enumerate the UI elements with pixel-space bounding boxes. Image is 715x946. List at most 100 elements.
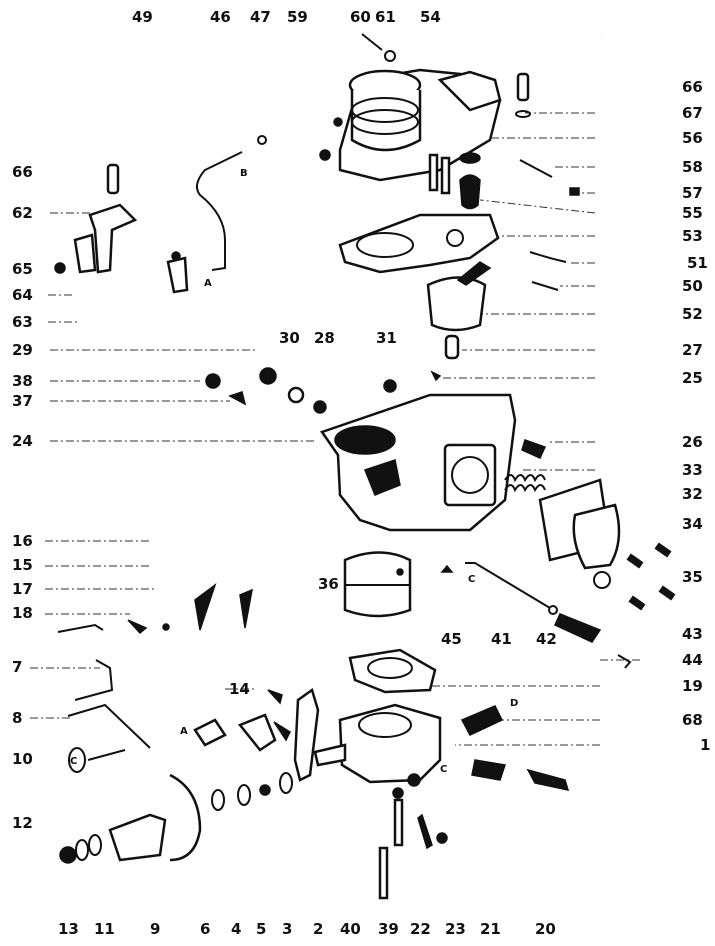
needle-valve-55 xyxy=(459,152,481,210)
callout-label: 2 xyxy=(313,920,324,938)
callout-label: 9 xyxy=(150,920,161,938)
callout-label: 59 xyxy=(287,8,308,26)
callout-label: 4 xyxy=(231,920,242,938)
callout-label: 50 xyxy=(682,277,703,295)
screw-66-right xyxy=(515,72,531,118)
callout-label: 37 xyxy=(12,392,33,410)
choke-housing-9 xyxy=(59,773,202,864)
callout-label: 64 xyxy=(12,286,33,304)
callout-label: 20 xyxy=(535,920,556,938)
callout-label: 56 xyxy=(682,129,703,147)
callout-label: 66 xyxy=(682,78,703,96)
spring-and-screw-21-20 xyxy=(471,759,570,791)
float-chamber-body-24 xyxy=(313,379,517,532)
callout-label: 18 xyxy=(12,604,33,622)
callout-label: 68 xyxy=(682,711,703,729)
callout-label: 8 xyxy=(12,709,23,727)
gasket-53 xyxy=(338,213,500,274)
callout-label: 47 xyxy=(250,8,271,26)
callout-label: 22 xyxy=(410,920,431,938)
leader-lines xyxy=(30,112,640,746)
svg-text:A: A xyxy=(180,726,188,737)
callout-label: 13 xyxy=(58,920,79,938)
float-52 xyxy=(426,261,492,332)
callout-label: 7 xyxy=(12,658,23,676)
jet-27 xyxy=(430,334,460,382)
callout-label: 49 xyxy=(132,8,153,26)
callout-label: 65 xyxy=(12,260,33,278)
callout-label: 43 xyxy=(682,625,703,643)
callout-label: 38 xyxy=(12,372,33,390)
rod-46: A B xyxy=(166,135,267,294)
lever-assembly: A xyxy=(180,687,320,811)
callout-label: 32 xyxy=(682,485,703,503)
callout-label: 39 xyxy=(378,920,399,938)
svg-text:D: D xyxy=(510,698,518,709)
throttle-body-1: C xyxy=(313,703,447,787)
callout-label: 61 xyxy=(375,8,396,26)
screws-39-40-22 xyxy=(378,787,448,900)
callout-label: 3 xyxy=(282,920,293,938)
callout-label: 17 xyxy=(12,580,33,598)
callout-label: 30 xyxy=(279,329,300,347)
sleeve-68: D xyxy=(460,698,518,736)
pin-58 xyxy=(519,159,580,196)
callout-label: 55 xyxy=(682,204,703,222)
callout-label: 60 xyxy=(350,8,371,26)
callout-label: 58 xyxy=(682,158,703,176)
callout-label: 66 xyxy=(12,163,33,181)
callout-label: 26 xyxy=(682,433,703,451)
callout-label: 12 xyxy=(12,814,33,832)
callout-label: 29 xyxy=(12,341,33,359)
spring-33 xyxy=(504,474,546,493)
callout-label: 15 xyxy=(12,556,33,574)
callout-label: 21 xyxy=(480,920,501,938)
svg-text:B: B xyxy=(240,168,248,179)
callout-label: 46 xyxy=(210,8,231,26)
svg-text:C: C xyxy=(440,764,447,775)
callout-label: 33 xyxy=(682,461,703,479)
callout-label: 1 xyxy=(700,736,711,754)
cover-34 xyxy=(572,503,621,589)
callout-label: 24 xyxy=(12,432,33,450)
callout-label: 45 xyxy=(441,630,462,648)
callout-label: 41 xyxy=(491,630,512,648)
callout-label: 51 xyxy=(687,254,708,272)
svg-text:C: C xyxy=(70,756,77,767)
callout-label: 16 xyxy=(12,532,33,550)
callout-label: 23 xyxy=(445,920,466,938)
screws-35 xyxy=(626,542,676,611)
air-horn-cover xyxy=(319,68,502,195)
callout-label: 19 xyxy=(682,677,703,695)
callout-label: 57 xyxy=(682,184,703,202)
svg-text:A: A xyxy=(204,278,212,289)
callout-label: 52 xyxy=(682,305,703,323)
callout-label: 44 xyxy=(682,651,703,669)
callout-label: 54 xyxy=(420,8,441,26)
callout-label: 10 xyxy=(12,750,33,768)
callout-label: 11 xyxy=(94,920,115,938)
screw-26 xyxy=(521,439,547,459)
svg-text:C: C xyxy=(468,574,475,585)
callout-label: 27 xyxy=(682,341,703,359)
callout-label: 67 xyxy=(682,104,703,122)
callout-label: 5 xyxy=(256,920,267,938)
bracket-62 xyxy=(54,163,138,274)
callout-label: 31 xyxy=(376,329,397,347)
callout-label: 42 xyxy=(536,630,557,648)
gasket-19 xyxy=(348,648,437,694)
callout-label: 40 xyxy=(340,920,361,938)
choke-levers: C xyxy=(57,582,253,773)
callout-label: 6 xyxy=(200,920,211,938)
callout-label: 14 xyxy=(229,680,250,698)
callout-label: 53 xyxy=(682,227,703,245)
washers-29-38-37 xyxy=(205,367,305,406)
callout-label: 34 xyxy=(682,515,703,533)
callout-label: 62 xyxy=(12,204,33,222)
callout-label: 28 xyxy=(314,329,335,347)
callout-label: 25 xyxy=(682,369,703,387)
screw-60 xyxy=(361,33,396,62)
callout-label: 36 xyxy=(318,575,339,593)
